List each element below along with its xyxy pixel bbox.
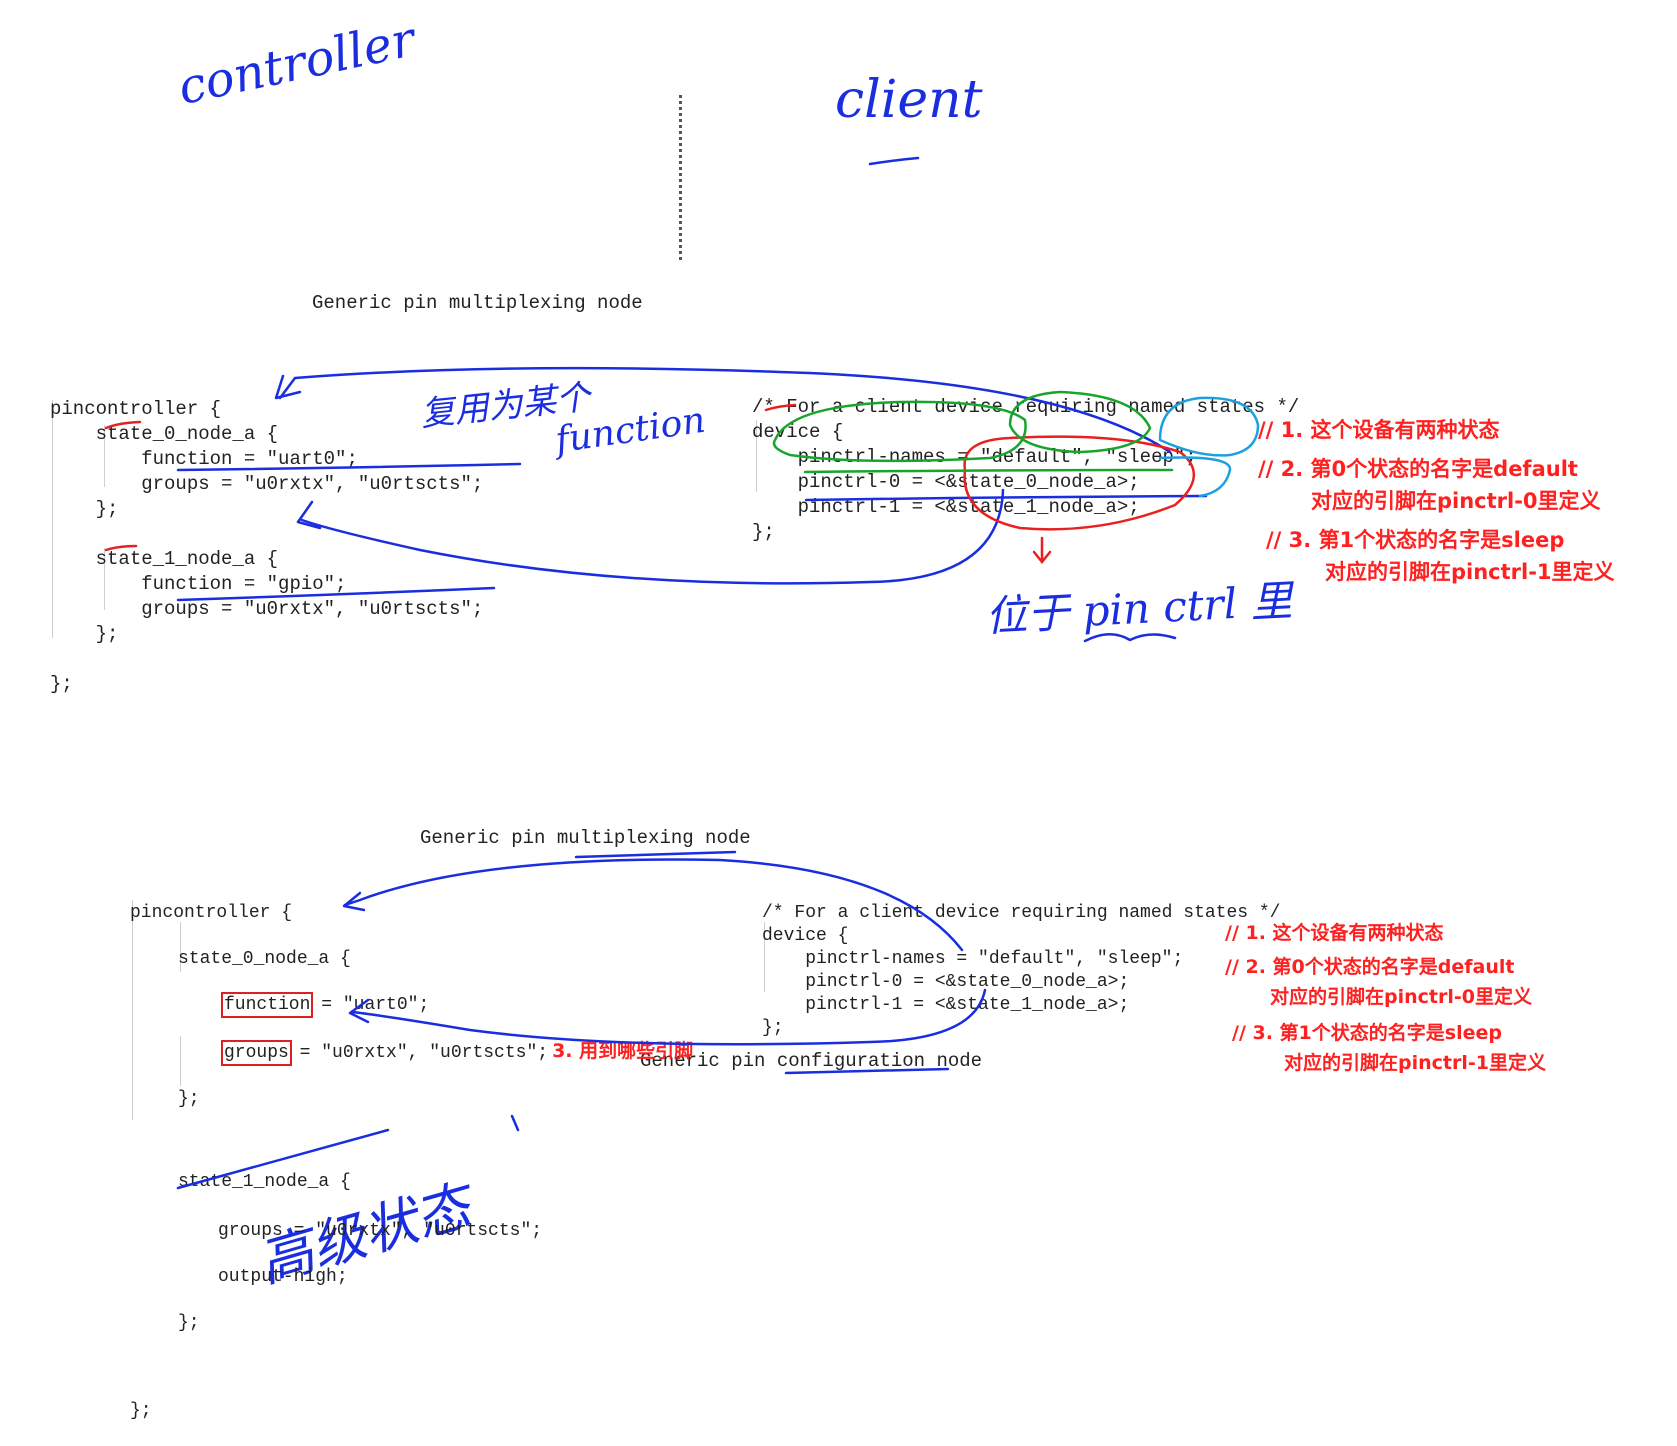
code-line: function = "uart0"; <box>50 448 358 470</box>
code-line: pinctrl-names = "default", "sleep"; <box>752 446 1197 468</box>
code-line: state_1_node_a { <box>130 1171 693 1194</box>
top-left-indent-guide <box>52 400 53 638</box>
bottom-note-3: // 3. 第1个状态的名字是sleep <box>1232 1022 1502 1044</box>
top-note-1: // 1. 这个设备有两种状态 <box>1258 418 1500 442</box>
code-line: }; <box>50 498 119 520</box>
code-text: groups = "u0rxtx", "u0rtscts"; <box>218 1221 543 1241</box>
code-line: pinctrl-1 = <&state_1_node_a>; <box>752 496 1140 518</box>
top-note-3: // 3. 第1个状态的名字是sleep <box>1266 528 1565 552</box>
bottom-note-1: // 1. 这个设备有两种状态 <box>1225 922 1444 944</box>
bottom-caption-conf: Generic pin configuration node <box>640 1050 983 1072</box>
code-line: }; <box>130 1088 693 1111</box>
bottom-note-2b: 对应的引脚在pinctrl-0里定义 <box>1270 986 1532 1008</box>
code-text: state_0_node_a { <box>178 949 351 969</box>
code-line <box>130 1134 693 1148</box>
code-line: state_0_node_a { <box>50 423 279 445</box>
top-right-code: /* For a client device requiring named s… <box>752 370 1299 570</box>
bottom-right-code: /* For a client device requiring named s… <box>762 879 1280 1063</box>
code-line: groups = "u0rxtx", "u0rtscts"; <box>50 598 484 620</box>
code-line: function = "uart0"; <box>130 992 693 1018</box>
function-keyword-box: function <box>220 992 314 1018</box>
top-note-3b: 对应的引脚在pinctrl-1里定义 <box>1325 560 1615 584</box>
code-line: pinctrl-1 = <&state_1_node_a>; <box>762 995 1130 1015</box>
bottom-left-indent-guide <box>132 900 133 1120</box>
bottom-left-indent-guide <box>180 1036 181 1086</box>
top-note-2: // 2. 第0个状态的名字是default <box>1258 457 1578 481</box>
code-line: function = "gpio"; <box>50 573 347 595</box>
code-text: }; <box>178 1313 200 1333</box>
code-line: ​ <box>50 522 483 547</box>
hand-controller: controller <box>173 11 420 116</box>
top-caption: Generic pin multiplexing node <box>312 292 643 314</box>
top-left-indent-guide <box>104 425 105 487</box>
code-line: /* For a client device requiring named s… <box>762 903 1281 923</box>
code-line: pinctrl-0 = <&state_0_node_a>; <box>762 972 1130 992</box>
code-line: pincontroller { <box>50 398 222 420</box>
code-line: output-high; <box>130 1266 693 1289</box>
code-line: device { <box>762 926 849 946</box>
code-line: pinctrl-0 = <&state_0_node_a>; <box>752 471 1140 493</box>
code-line: /* For a client device requiring named s… <box>752 396 1300 418</box>
bottom-caption-mux: Generic pin multiplexing node <box>420 827 751 849</box>
underline-multiplexing <box>574 850 737 859</box>
code-line: }; <box>50 673 73 695</box>
code-text: }; <box>178 1089 200 1109</box>
top-note-2b: 对应的引脚在pinctrl-0里定义 <box>1311 489 1601 513</box>
dotted-separator <box>679 95 682 260</box>
code-text: output-high; <box>218 1267 348 1287</box>
code-line <box>130 1358 693 1377</box>
code-text: = "uart0"; <box>321 995 430 1015</box>
code-line: ​ <box>50 647 483 672</box>
code-line: pinctrl-names = "default", "sleep"; <box>762 949 1184 969</box>
code-line: groups = "u0rxtx", "u0rtscts"; <box>130 1220 693 1243</box>
bottom-right-indent-guide <box>764 922 765 992</box>
hand-in-pinctrl: 位于 pin ctrl 里 <box>984 575 1294 642</box>
code-line: pincontroller { <box>130 903 293 923</box>
groups-note: 3. 用到哪些引脚 <box>552 1040 694 1062</box>
code-line: }; <box>130 1401 152 1421</box>
code-text: = "u0rxtx", "u0rtscts"; <box>299 1043 549 1063</box>
code-line: groups = "u0rxtx", "u0rtscts";3. 用到哪些引脚 <box>130 1040 694 1066</box>
code-line: device { <box>752 421 844 443</box>
code-line: }; <box>762 1018 784 1038</box>
bottom-left-code: pincontroller { state_0_node_a { functio… <box>130 879 693 1446</box>
bottom-note-2: // 2. 第0个状态的名字是default <box>1225 956 1515 978</box>
groups-keyword-box: groups <box>221 1040 292 1066</box>
code-line: state_0_node_a { <box>130 948 693 971</box>
top-right-indent-guide <box>756 420 757 492</box>
bottom-left-indent-guide <box>180 922 181 972</box>
code-line: }; <box>752 521 775 543</box>
code-line: }; <box>130 1312 693 1335</box>
top-left-code: pincontroller { state_0_node_a { functio… <box>50 372 483 722</box>
code-line: }; <box>50 623 119 645</box>
hand-client: client <box>835 70 983 130</box>
bottom-note-3b: 对应的引脚在pinctrl-1里定义 <box>1284 1052 1546 1074</box>
top-left-indent-guide <box>104 548 105 610</box>
code-text: state_1_node_a { <box>178 1172 351 1192</box>
code-line: state_1_node_a { <box>50 548 279 570</box>
code-line: groups = "u0rxtx", "u0rtscts"; <box>50 473 484 495</box>
client-underline <box>868 156 920 166</box>
